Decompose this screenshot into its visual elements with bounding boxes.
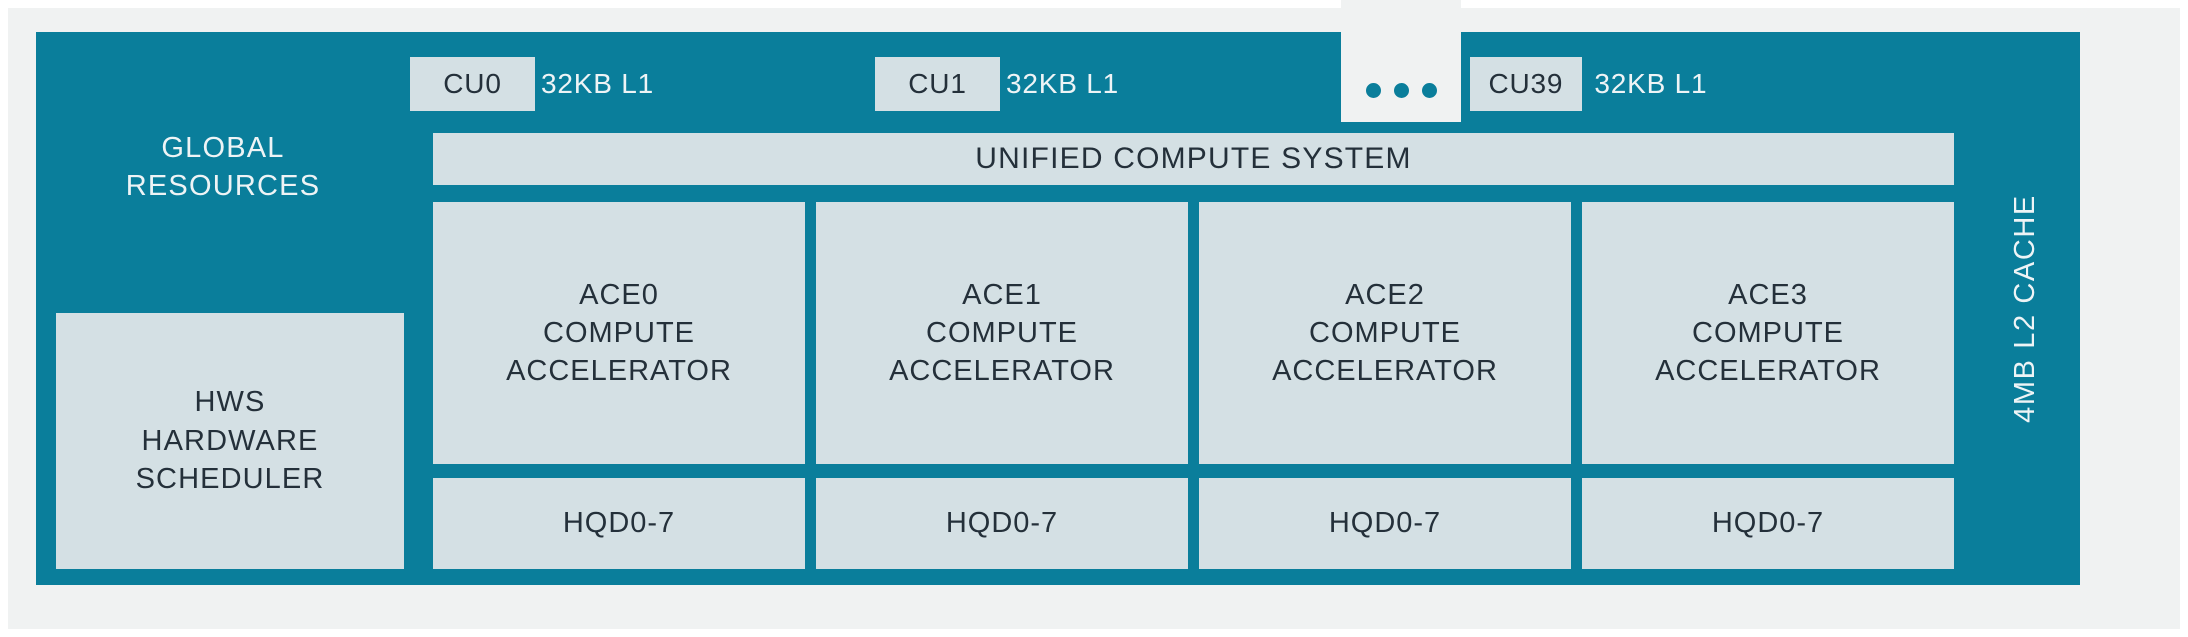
hqd-block-0: HQD0-7 bbox=[433, 478, 805, 569]
l2-cache-label: 4MB L2 CACHE bbox=[2008, 194, 2041, 423]
ace-block-3: ACE3 COMPUTE ACCELERATOR bbox=[1582, 202, 1954, 464]
l1-cache-label-cu0: 32KB L1 bbox=[540, 68, 655, 99]
ace-block-0: ACE0 COMPUTE ACCELERATOR bbox=[433, 202, 805, 464]
hqd-block-2: HQD0-7 bbox=[1199, 478, 1571, 569]
l1-cache-label-cu1: 32KB L1 bbox=[1005, 68, 1120, 99]
compute-unit-ellipsis-gap bbox=[1341, 0, 1461, 122]
hws-hardware-scheduler-block: HWS HARDWARE SCHEDULER bbox=[56, 313, 404, 569]
hqd-grid: HQD0-7 HQD0-7 HQD0-7 HQD0-7 bbox=[433, 478, 1954, 569]
l1-cache-label-cu39: 32KB L1 bbox=[1594, 68, 1708, 99]
compute-unit-box-cu1: CU1 bbox=[875, 57, 1000, 111]
l2-cache-region: 4MB L2 CACHE bbox=[1970, 32, 2080, 585]
compute-unit-cell-0: CU0 32KB L1 bbox=[410, 32, 660, 122]
compute-unit-row: CU0 32KB L1 CU1 32KB L1 CU39 32KB L1 bbox=[410, 0, 1970, 122]
ace-grid: ACE0 COMPUTE ACCELERATOR ACE1 COMPUTE AC… bbox=[433, 202, 1954, 464]
compute-unit-box-cu39: CU39 bbox=[1470, 57, 1582, 111]
compute-unit-cell-1: CU1 32KB L1 bbox=[875, 32, 1125, 122]
hqd-block-3: HQD0-7 bbox=[1582, 478, 1954, 569]
compute-unit-cell-39: CU39 32KB L1 bbox=[1470, 32, 1720, 122]
unified-compute-system-bar: UNIFIED COMPUTE SYSTEM bbox=[433, 133, 1954, 185]
ace-block-2: ACE2 COMPUTE ACCELERATOR bbox=[1199, 202, 1571, 464]
ellipsis-icon bbox=[1365, 83, 1437, 98]
ace-block-1: ACE1 COMPUTE ACCELERATOR bbox=[816, 202, 1188, 464]
compute-unit-box-cu0: CU0 bbox=[410, 57, 535, 111]
global-resources-label: GLOBAL RESOURCES bbox=[125, 132, 321, 202]
hqd-block-1: HQD0-7 bbox=[816, 478, 1188, 569]
